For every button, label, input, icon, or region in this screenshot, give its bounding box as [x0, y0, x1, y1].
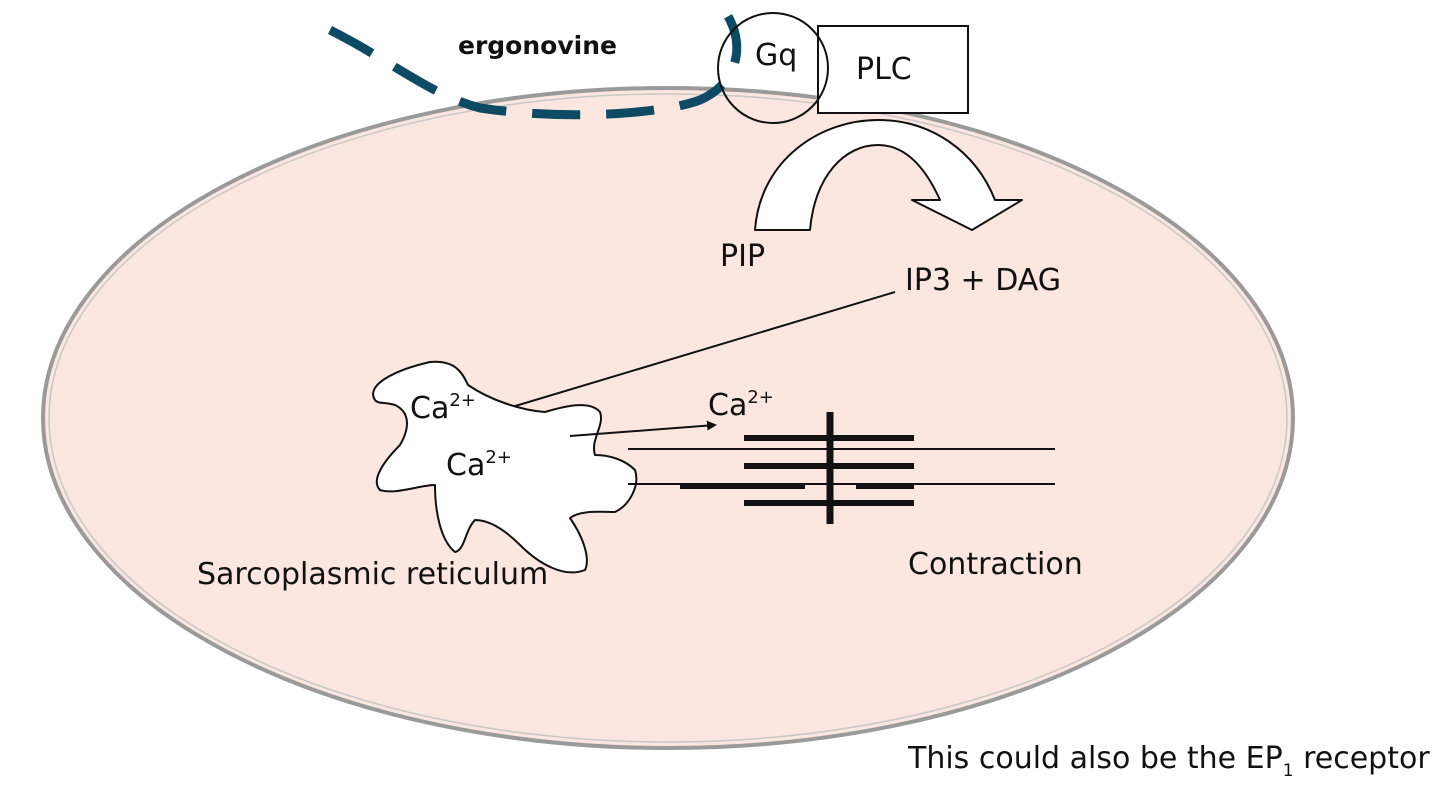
conversion-arrow — [754, 119, 1023, 231]
ligand-label: ergonovine — [458, 31, 617, 60]
cell-membrane-inner — [48, 93, 1288, 743]
released-calcium-base: Ca — [708, 388, 747, 423]
ergonovine-dashed-outline — [327, 0, 742, 120]
footnote: This could also be the EP1 receptor — [907, 741, 1430, 781]
sr-calcium-label-2: Ca2+ — [446, 447, 512, 483]
sr-calcium-1-charge: 2+ — [449, 390, 476, 411]
ip3-dag-label: IP3 + DAG — [905, 263, 1061, 298]
released-calcium-label: Ca2+ — [708, 387, 774, 423]
footnote-subscript: 1 — [1283, 761, 1294, 781]
gq-label: Gq — [755, 38, 797, 73]
sr-calcium-1-base: Ca — [410, 391, 449, 426]
sarcomere — [628, 412, 1055, 524]
sr-calcium-label-1: Ca2+ — [410, 390, 476, 426]
gq-circle — [717, 12, 829, 124]
plc-label: PLC — [856, 52, 912, 87]
released-calcium-charge: 2+ — [747, 387, 774, 408]
sarcoplasmic-reticulum-label: Sarcoplasmic reticulum — [197, 557, 548, 592]
calcium-release-arrow — [569, 420, 717, 437]
sarcoplasmic-reticulum-shape — [372, 360, 638, 574]
footnote-suffix: receptor — [1294, 741, 1431, 776]
sr-calcium-2-base: Ca — [446, 448, 485, 483]
ip3-to-sr-line — [501, 291, 896, 411]
footnote-prefix: This could also be the EP — [907, 741, 1283, 776]
plc-box — [817, 25, 969, 114]
contraction-label: Contraction — [908, 547, 1083, 582]
sr-calcium-2-charge: 2+ — [485, 447, 512, 468]
pip-label: PIP — [720, 239, 765, 274]
cell-membrane — [41, 86, 1295, 750]
